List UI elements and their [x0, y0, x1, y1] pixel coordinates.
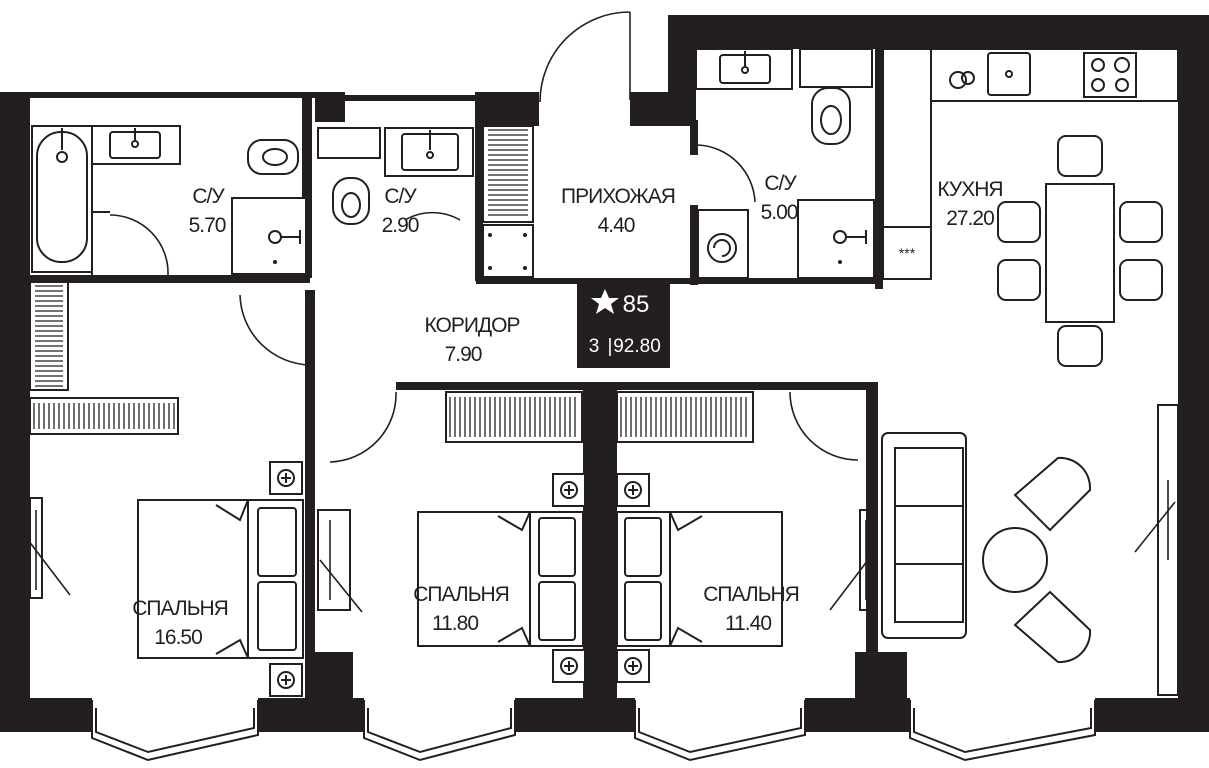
chair-icon: [1057, 325, 1103, 367]
doors: [109, 11, 859, 463]
radiator-icon: [445, 391, 583, 443]
room-area-bath2: 2.90: [382, 214, 419, 237]
bathroom-1: [31, 125, 307, 275]
room-area-bath1: 5.70: [189, 214, 226, 237]
armchair-icon: [1013, 456, 1092, 532]
chair-icon: [1057, 135, 1103, 177]
stove-icon: [1083, 52, 1137, 98]
kitchen-fixtures: ***: [881, 48, 1179, 664]
room-name-bed3: СПАЛЬНЯ: [703, 583, 799, 606]
walls: [0, 15, 1209, 732]
hallway-fixtures: [482, 125, 534, 278]
room-name-bath3: С/У: [764, 172, 797, 195]
chair-icon: [997, 201, 1041, 243]
armchair-icon: [1013, 590, 1092, 664]
svg-text:***: ***: [899, 245, 916, 261]
shower-icon: [797, 199, 875, 279]
apartment-badge: 85 3 | 92.80: [577, 284, 670, 368]
room-area-bath3: 5.00: [761, 201, 798, 224]
room-area-bed2: 11.80: [432, 612, 478, 635]
bathroom-3: [695, 48, 875, 279]
sink-icon: [987, 52, 1031, 96]
sofa-icon: [881, 432, 967, 639]
table-icon: [982, 527, 1048, 593]
star-icon: [591, 289, 619, 314]
chair-icon: [997, 259, 1041, 301]
room-name-hall: ПРИХОЖАЯ: [561, 185, 675, 208]
room-name-bed1: СПАЛЬНЯ: [132, 597, 228, 620]
side-windows: [27, 404, 1179, 696]
table-icon: [1045, 183, 1115, 323]
bay-windows: [91, 700, 1096, 762]
total-area: 92.80: [613, 336, 661, 357]
toilet-icon: [247, 139, 299, 175]
bedroom-1-fixtures: [29, 281, 304, 697]
chair-icon: [1119, 201, 1163, 243]
room-name-kitchen: КУХНЯ: [937, 178, 1002, 201]
room-name-corridor: КОРИДОР: [425, 314, 520, 337]
chair-icon: [1119, 259, 1163, 301]
toilet-icon: [811, 87, 851, 145]
badge-separator: |: [608, 336, 613, 357]
washing-machine-icon: [697, 209, 749, 279]
room-name-bath1: С/У: [192, 185, 225, 208]
room-name-bath2: С/У: [384, 185, 417, 208]
room-area-bed3: 11.40: [725, 612, 771, 635]
radiator-icon: [616, 391, 754, 443]
rooms-count: 3: [589, 336, 600, 357]
bathroom-2: [317, 127, 474, 225]
apartment-number: 85: [623, 291, 650, 318]
room-name-bed2: СПАЛЬНЯ: [413, 583, 509, 606]
radiator-icon: [482, 125, 534, 223]
room-area-kitchen: 27.20: [946, 207, 994, 230]
room-labels: С/У 5.70 С/У 2.90 ПРИХОЖАЯ 4.40 С/У 5.00…: [132, 172, 1003, 649]
bedroom-2-fixtures: [417, 391, 586, 683]
toilet-icon: [332, 177, 370, 225]
room-area-hall: 4.40: [598, 214, 635, 237]
room-area-corridor: 7.90: [445, 343, 482, 366]
bedroom-3-fixtures: [616, 391, 783, 683]
stove-icon: [882, 226, 932, 280]
room-area-bed1: 16.50: [154, 626, 202, 649]
